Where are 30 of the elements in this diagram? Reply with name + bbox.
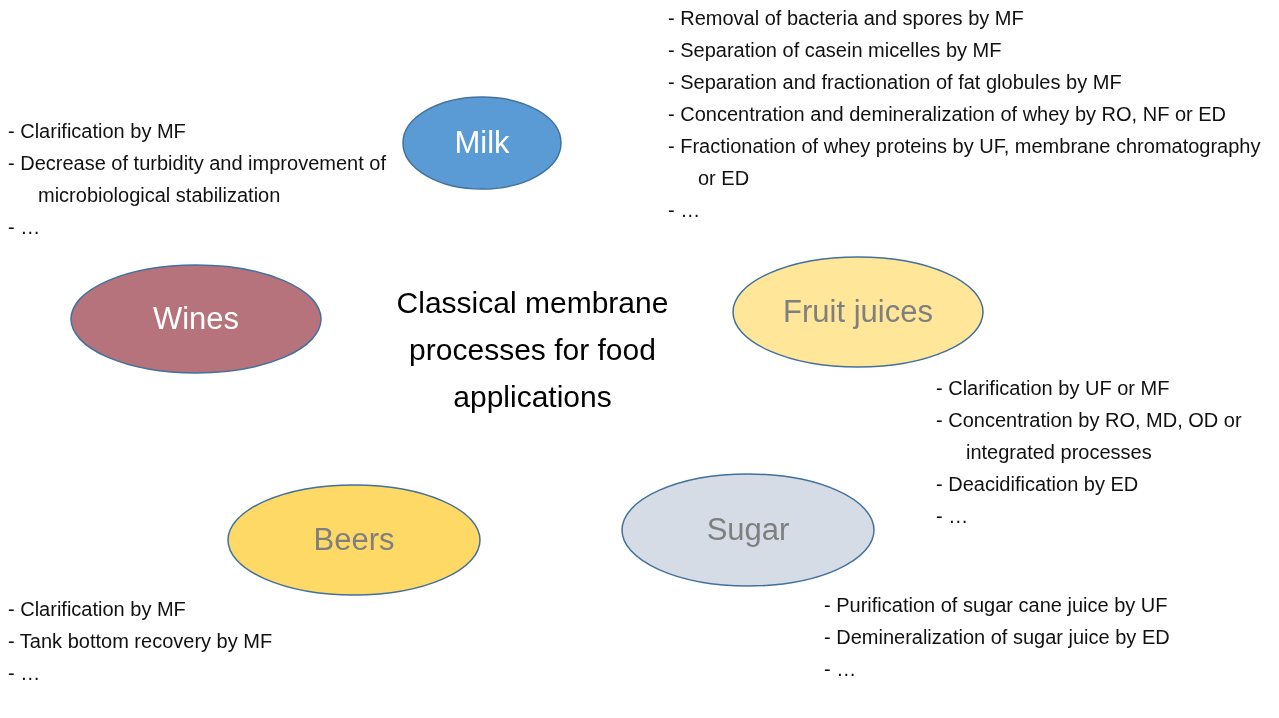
ellipse-node [70,264,322,374]
list-item: - … [8,215,42,240]
list-item: - Fractionation of whey proteins by UF, membrane chromatography or ED [668,134,1262,191]
list-item: - Decrease of turbidity and improvement of microbiological stabilization [8,151,387,208]
list-item: - … [936,504,970,529]
list-item: - Clarification by MF [8,597,187,622]
list-item: - Concentration and demineralization of whey by RO, NF or ED [668,102,1228,127]
node-label: Milk [454,123,510,162]
node-label: Wines [152,299,240,338]
ellipse-node [402,96,562,190]
list-item: - Tank bottom recovery by MF [8,629,274,654]
list-item: - … [8,661,42,686]
list-item: - Demineralization of sugar juice by ED [824,625,1171,650]
list-item: - Purification of sugar cane juice by UF [824,593,1169,618]
list-item: - Deacidification by ED [936,472,1140,497]
ellipse-node [227,484,481,596]
list-item: - Clarification by UF or MF [936,376,1171,401]
ellipse-node [732,256,984,368]
list-item: - Clarification by MF [8,119,187,144]
node-label: Beers [313,520,395,559]
node-label: Sugar [706,510,790,549]
list-item: - … [824,657,858,682]
list-item: - … [668,198,702,223]
list-item: - Separation and fractionation of fat globules by MF [668,70,1123,95]
center-title: Classical membrane processes for food applications [395,285,670,415]
list-item: - Removal of bacteria and spores by MF [668,6,1025,31]
list-item: - Separation of casein micelles by MF [668,38,1003,63]
node-label: Fruit juices [783,292,933,331]
ellipse-node [621,473,875,587]
list-item: - Concentration by RO, MD, OD or integrated processes [936,408,1243,465]
